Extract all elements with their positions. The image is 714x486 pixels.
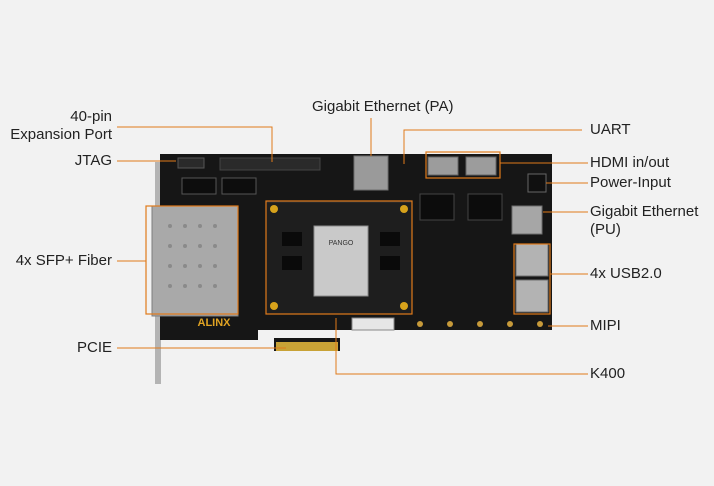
label-expansion-port-line2: Expansion Port	[10, 126, 112, 143]
ddr-chip-1	[282, 232, 302, 246]
socket-1	[181, 177, 217, 195]
label-jtag: JTAG	[74, 152, 112, 169]
ethernet-pu-jack	[511, 205, 543, 235]
ddr-chip-2	[282, 256, 302, 270]
fpga-chip	[313, 225, 369, 297]
label-mipi: MIPI	[590, 317, 621, 334]
mipi-connectors	[417, 321, 543, 327]
usb-port-2	[515, 279, 549, 313]
expansion-header	[219, 157, 321, 171]
hdmi-port-1	[427, 156, 459, 176]
jtag-header	[177, 157, 205, 169]
usb-port-1	[515, 243, 549, 277]
label-gigabit-ethernet-pu: Gigabit Ethernet (PU)	[590, 203, 698, 239]
power-jack	[527, 173, 547, 193]
pcie-gold-fingers	[276, 342, 338, 351]
label-power-input: Power-Input	[590, 174, 671, 191]
sfp-cage	[151, 205, 239, 317]
callout-boxes	[145, 151, 551, 315]
module-mount-holes	[270, 205, 408, 310]
ethernet-pa-jack	[353, 155, 389, 191]
label-usb: 4x USB2.0	[590, 265, 662, 282]
label-expansion-port-line1: 40-pin	[70, 108, 112, 125]
label-expansion-port: 40-pin Expansion Port	[0, 108, 112, 144]
label-uart: UART	[590, 121, 631, 138]
label-hdmi: HDMI in/out	[590, 154, 670, 171]
socket-2	[221, 177, 257, 195]
k400-connector	[351, 317, 395, 331]
board-brand-logo: ALINX	[198, 317, 232, 329]
hdmi-port-2	[465, 156, 497, 176]
leader-lines	[117, 118, 588, 375]
label-k400: K400	[590, 365, 626, 382]
sfp-cage-holes	[168, 224, 217, 288]
chip-pl-2	[467, 193, 503, 221]
label-gigabit-ethernet-pa: Gigabit Ethernet (PA)	[312, 98, 454, 115]
label-sfp-fiber: 4x SFP+ Fiber	[15, 252, 112, 269]
chip-pl-1	[419, 193, 455, 221]
label-gigabit-ethernet-pu-line2: (PU)	[590, 221, 621, 238]
ddr-chip-3	[380, 232, 400, 246]
fpga-chip-label: PANGO	[329, 240, 354, 247]
label-gigabit-ethernet-pu-line1: Gigabit Ethernet	[590, 203, 699, 220]
label-pcie: PCIE	[76, 339, 112, 356]
ddr-chip-4	[380, 256, 400, 270]
